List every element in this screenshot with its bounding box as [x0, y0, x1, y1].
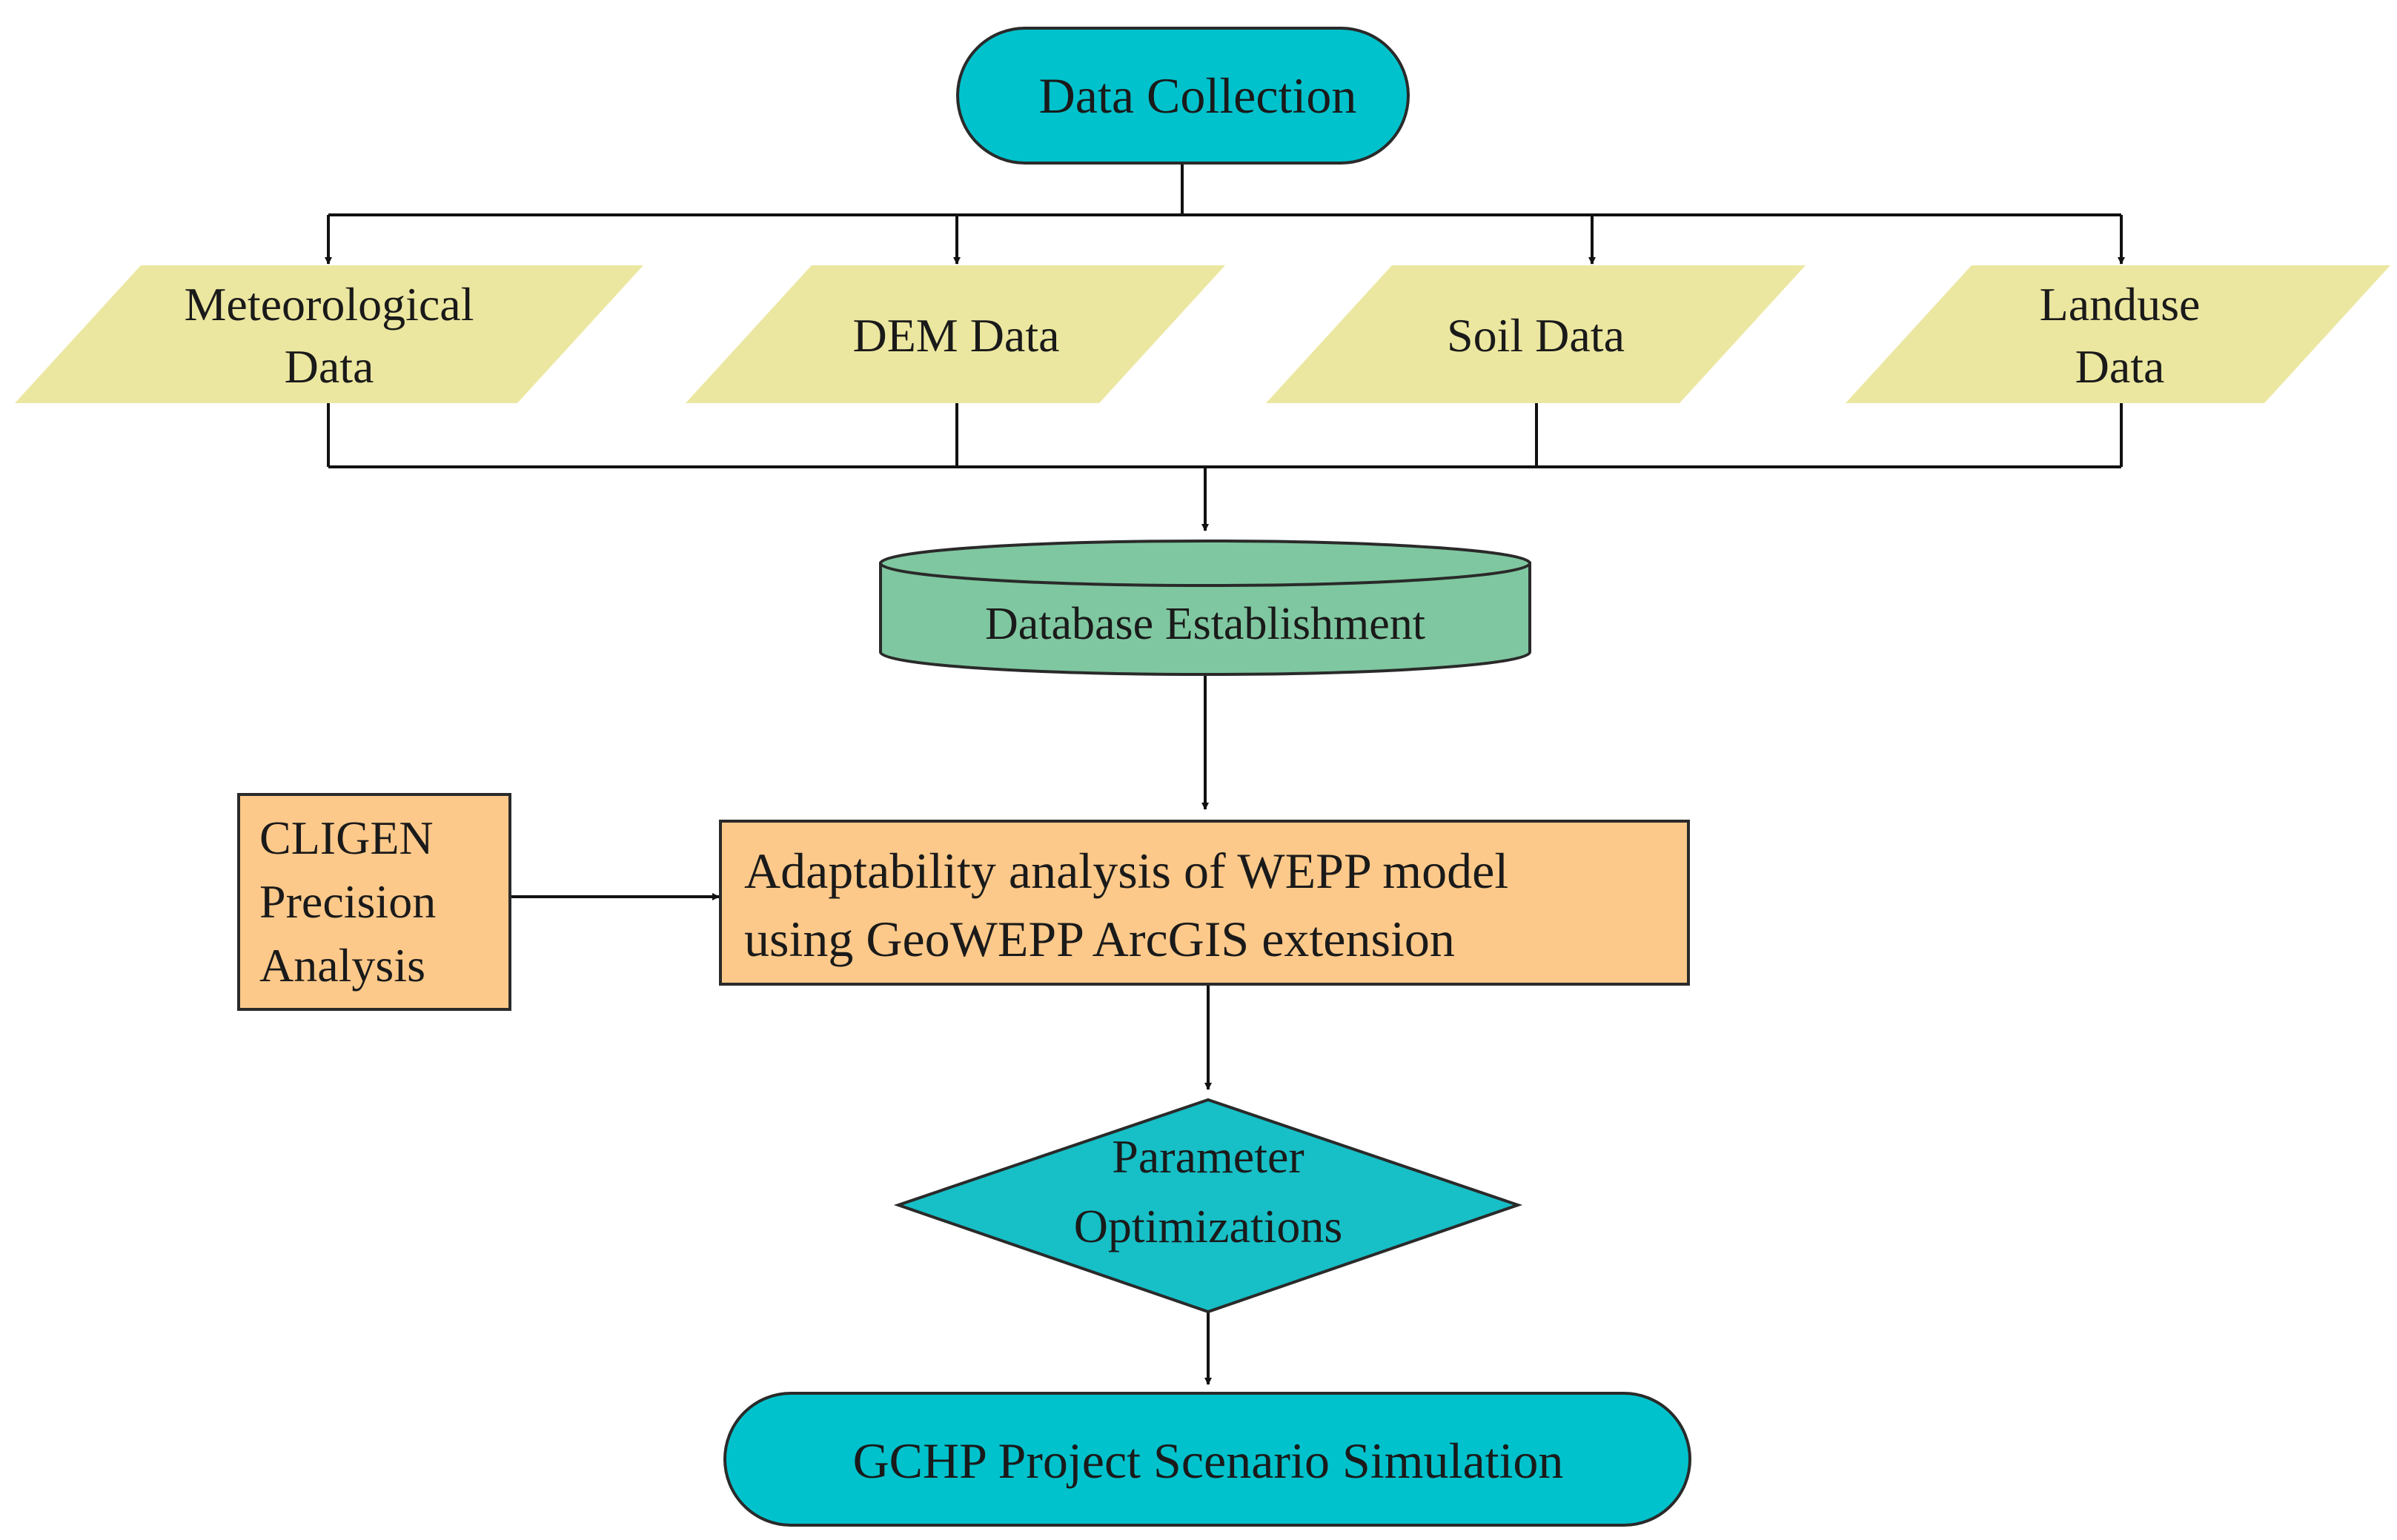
node-adaptability-analysis: Adaptability analysis of WEPP model usin… [719, 820, 1690, 986]
gchp-label: GCHP Project Scenario Simulation [853, 1433, 1564, 1489]
node-soil-data: Soil Data [1266, 265, 1806, 403]
parameter-label-line1: Parameter [1112, 1130, 1304, 1183]
connectors [325, 163, 2125, 1385]
cligen-label-line1: CLIGEN [259, 812, 434, 864]
data-collection-shape [956, 27, 1410, 165]
database-body [879, 562, 1531, 676]
cligen-label-line3: Analysis [259, 939, 425, 992]
node-database-establishment: Database Establishment [879, 540, 1531, 676]
database-top [879, 540, 1531, 587]
soil-label: Soil Data [1447, 309, 1625, 362]
dem-label: DEM Data [852, 309, 1059, 362]
cligen-shape [237, 793, 511, 1011]
data-collection-label: Data Collection [1039, 67, 1357, 124]
landuse-shape [1846, 265, 2390, 403]
node-dem-data: DEM Data [686, 265, 1225, 403]
database-label: Database Establishment [985, 599, 1425, 649]
meteorological-label-line1: Meteorological [185, 278, 474, 331]
node-meteorological-data: Meteorological Data [15, 265, 643, 403]
parameter-shape [893, 1098, 1523, 1314]
adaptability-label-line2: using GeoWEPP ArcGIS extension [744, 911, 1455, 967]
landuse-label-line1: Landuse [2040, 278, 2201, 331]
node-parameter-optimizations: Parameter Optimizations [893, 1098, 1523, 1314]
meteorological-label-line2: Data [285, 340, 374, 393]
node-data-collection: Data Collection [956, 27, 1410, 165]
node-gchp-simulation: GCHP Project Scenario Simulation [723, 1392, 1691, 1527]
adaptability-label-line1: Adaptability analysis of WEPP model [744, 843, 1508, 899]
cligen-label-line2: Precision [259, 875, 436, 928]
node-landuse-data: Landuse Data [1846, 265, 2390, 403]
adaptability-shape [719, 820, 1690, 986]
gchp-shape [723, 1392, 1691, 1527]
dem-shape [686, 265, 1225, 403]
parameter-label-line2: Optimizations [1074, 1200, 1343, 1252]
node-cligen-precision-analysis: CLIGEN Precision Analysis [237, 793, 511, 1011]
landuse-label-line2: Data [2075, 340, 2165, 393]
meteorological-shape [15, 265, 643, 403]
soil-shape [1266, 265, 1806, 403]
